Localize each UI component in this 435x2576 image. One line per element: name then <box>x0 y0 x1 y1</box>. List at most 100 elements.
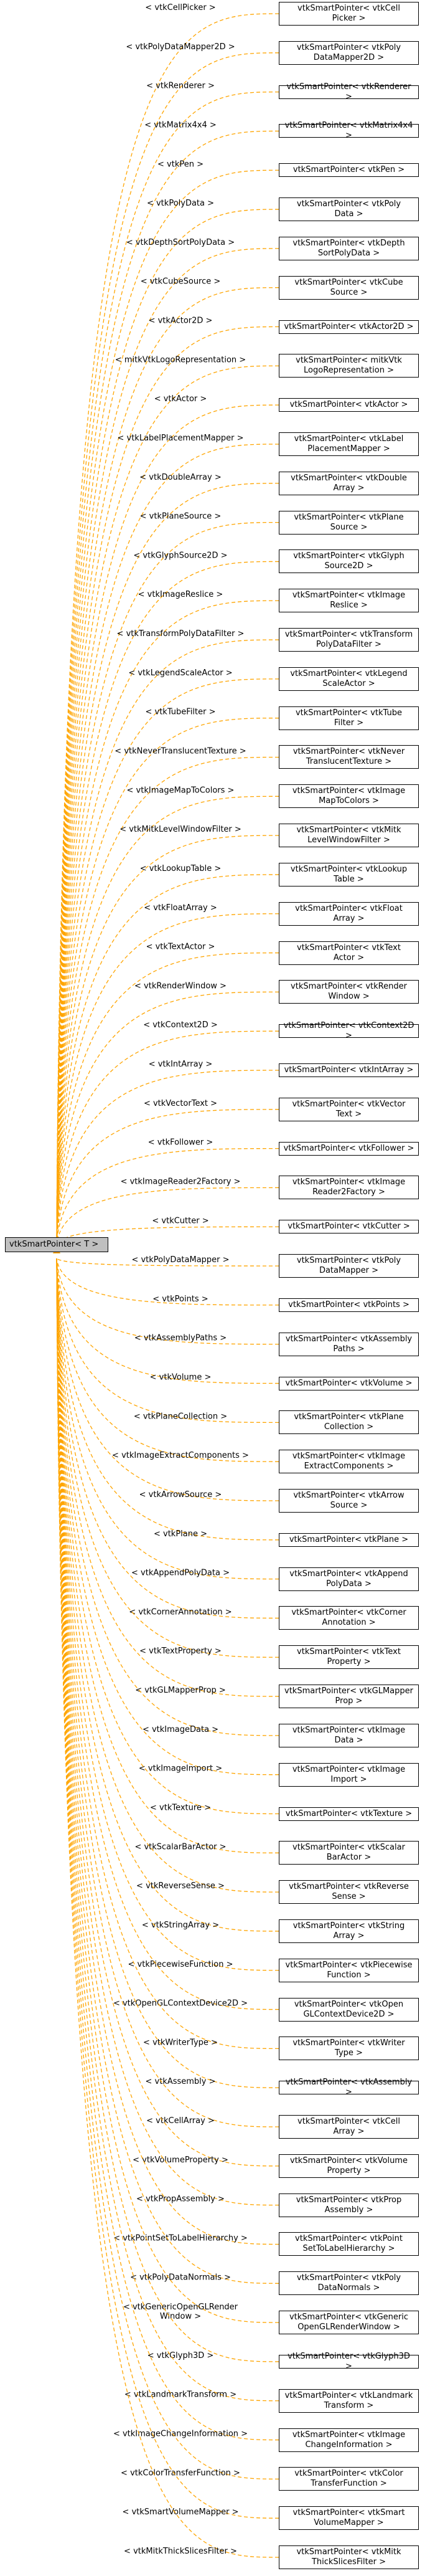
class-node-label: vtkSmartPointer< vtkCell <box>297 2117 400 2127</box>
edge-label: < vtkGLMapperProp > <box>135 1686 226 1695</box>
class-node[interactable]: vtkSmartPointer< vtkCutter > <box>279 1220 419 1234</box>
edge-label: < vtkImageReslice > <box>138 590 223 599</box>
inheritance-edge <box>56 1258 279 1580</box>
inheritance-edge <box>56 1258 279 1384</box>
class-node-label: Array > <box>333 2127 365 2137</box>
class-node-label: Collection > <box>324 1422 374 1432</box>
class-node-label: vtkSmartPointer< vtkImage <box>292 1452 406 1461</box>
class-node[interactable]: vtkSmartPointer< vtkVolume > <box>279 1376 419 1390</box>
edge-label: < vtkRenderWindow > <box>134 981 227 991</box>
inheritance-edge <box>56 1258 279 2167</box>
edge-label: < vtkActor > <box>154 394 207 404</box>
class-node-label: vtkSmartPointer< vtkPlane > <box>289 1534 409 1544</box>
inheritance-edge <box>56 1258 279 1736</box>
edge-label: < vtkColorTransferFunction > <box>121 2468 240 2478</box>
class-node[interactable]: vtkSmartPointer< vtkGlyph3D > <box>279 2351 419 2371</box>
edge-label: < vtkAppendPolyData > <box>131 1569 230 1578</box>
edge-label: < vtkImageExtractComponents > <box>112 1451 249 1460</box>
edge-label: < vtkLabelPlacementMapper > <box>117 434 243 443</box>
root-class-node[interactable]: vtkSmartPointer< T > <box>5 1237 108 1252</box>
class-node[interactable]: vtkSmartPointer< vtkPen > <box>279 163 419 178</box>
class-node-label: vtkSmartPointer< vtkColor <box>294 2469 403 2479</box>
class-node-label: vtkSmartPointer< vtkLandmark <box>284 2390 413 2400</box>
edge-label: < vtkContext2D > <box>143 1020 218 1030</box>
edge-label: < vtkLookupTable > <box>140 864 222 873</box>
edge-label: < vtkReverseSense > <box>136 1881 225 1891</box>
edge-label: < vtkVectorText > <box>144 1099 217 1108</box>
class-node[interactable]: vtkSmartPointer< vtkPlane > <box>279 1533 419 1547</box>
class-node-label: ThickSlicesFilter > <box>311 2557 386 2567</box>
inheritance-edge <box>56 404 279 1245</box>
inheritance-edge <box>56 130 279 1245</box>
inheritance-edge <box>56 1030 279 1245</box>
class-node[interactable]: vtkSmartPointer< vtkFollower > <box>279 1141 419 1156</box>
class-node[interactable]: vtkSmartPointer< vtkIntArray > <box>279 1063 419 1077</box>
class-node[interactable]: vtkSmartPointer< vtkContext2D > <box>279 1021 419 1040</box>
class-node[interactable]: vtkSmartPointer< vtkMatrix4x4 > <box>279 121 419 140</box>
class-node[interactable]: vtkSmartPointer< vtkActor > <box>279 398 419 412</box>
class-node-label: vtkSmartPointer< vtkGlyph3D > <box>288 2351 410 2371</box>
class-node[interactable]: vtkSmartPointer< vtkRenderer > <box>279 82 419 102</box>
class-node[interactable]: vtkSmartPointer< vtkTexture > <box>279 1807 419 1821</box>
class-node[interactable]: vtkSmartPointer< vtkActor2D > <box>279 320 419 334</box>
class-node-label: LevelWindowFilter > <box>307 835 390 845</box>
edge-label: < vtkPolyDataMapper > <box>131 1255 229 1265</box>
edge-label: < vtkCellArray > <box>146 2116 215 2126</box>
class-node-label: BarActor > <box>326 1853 372 1863</box>
class-node[interactable]: vtkSmartPointer< vtkPoints > <box>279 1298 419 1312</box>
edge-label: < vtkFloatArray > <box>144 903 217 913</box>
class-node[interactable]: vtkSmartPointer< vtkAssembly > <box>279 2078 419 2097</box>
